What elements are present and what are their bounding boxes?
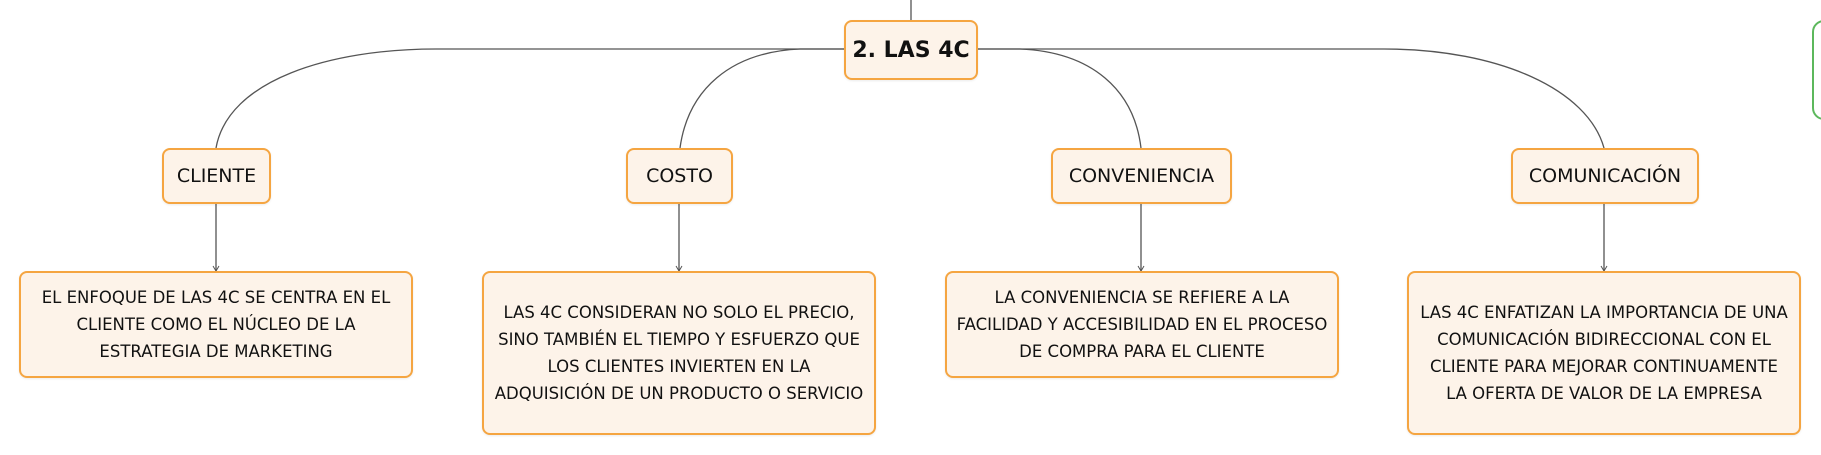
connector-root-costo — [679, 48, 844, 149]
branch-node-label: COSTO — [646, 165, 713, 187]
branch-node-label: CLIENTE — [176, 165, 257, 187]
branch-node-costo[interactable]: COSTO — [626, 148, 733, 204]
connector-root-cliente — [215, 48, 844, 149]
root-node-label: 2. LAS 4C — [852, 37, 970, 63]
root-node[interactable]: 2. LAS 4C — [844, 20, 978, 80]
description-text: LA CONVENIENCIA SE REFIERE A LA FACILIDA… — [956, 288, 1328, 361]
description-node-cliente[interactable]: EL ENFOQUE DE LAS 4C SE CENTRA EN EL CLI… — [19, 271, 413, 378]
description-node-comunicacion[interactable]: LAS 4C ENFATIZAN LA IMPORTANCIA DE UNA C… — [1407, 271, 1801, 435]
branch-node-label: CONVENIENCIA — [1068, 165, 1215, 187]
description-node-conveniencia[interactable]: LA CONVENIENCIA SE REFIERE A LA FACILIDA… — [945, 271, 1339, 378]
connector-root-conveniencia — [978, 48, 1142, 149]
description-node-costo[interactable]: LAS 4C CONSIDERAN NO SOLO EL PRECIO, SIN… — [482, 271, 876, 435]
branch-node-cliente[interactable]: CLIENTE — [162, 148, 271, 204]
offscreen-node-edge — [1812, 20, 1821, 120]
branch-node-comunicacion[interactable]: COMUNICACIÓN — [1511, 148, 1699, 204]
branch-node-conveniencia[interactable]: CONVENIENCIA — [1051, 148, 1232, 204]
description-text: EL ENFOQUE DE LAS 4C SE CENTRA EN EL CLI… — [41, 288, 391, 361]
description-text: LAS 4C ENFATIZAN LA IMPORTANCIA DE UNA C… — [1420, 303, 1788, 403]
description-text: LAS 4C CONSIDERAN NO SOLO EL PRECIO, SIN… — [494, 303, 864, 403]
connector-root-comunicacion — [978, 48, 1605, 149]
branch-node-label: COMUNICACIÓN — [1528, 165, 1682, 187]
